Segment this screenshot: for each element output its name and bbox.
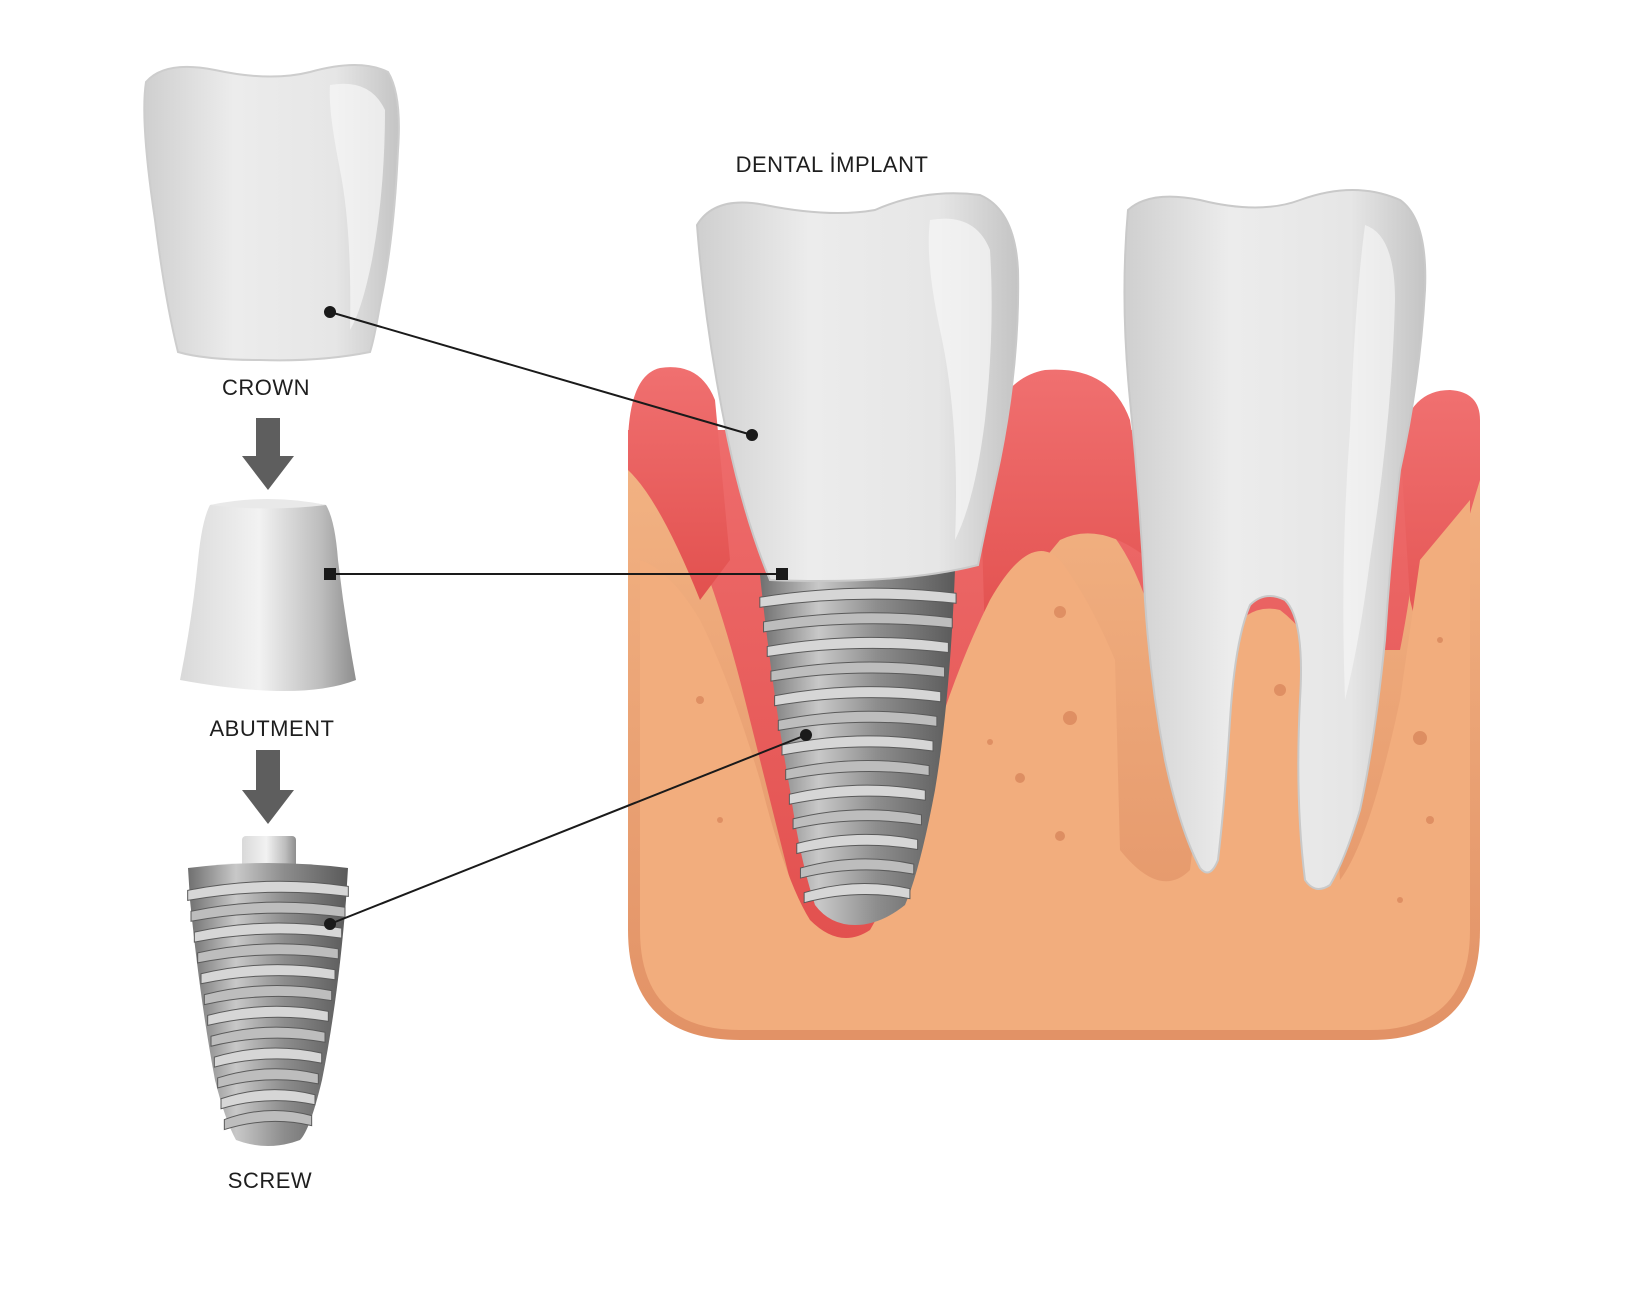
thread-ridge [187,880,349,902]
thread-ridge [766,636,949,658]
screw-label: SCREW [227,1168,313,1193]
thread-ridge [774,686,942,707]
abutment-component [180,500,356,691]
abutment-leader-dot [324,568,336,580]
crown-leader [329,311,753,436]
thread-ridge [788,784,926,805]
thread-ridge [223,1109,313,1131]
diagram-title: DENTAL İMPLANT [736,152,929,177]
leader-lines [324,306,812,930]
thread-ridge [203,984,333,1006]
abutment-leader-dot [776,568,788,580]
exploded-components [143,64,400,1146]
alveolar-bone [640,500,1470,1030]
crown-label: CROWN [221,375,311,400]
natural-tooth-highlight [1343,225,1395,700]
gum-crest-left [628,367,730,600]
arrow-down-icon [242,750,294,824]
thread-ridge [803,883,911,904]
jaw-cross-section: DENTAL İMPLANT [628,152,1480,1040]
thread-ridge [207,1005,329,1027]
thread-ridge [785,760,930,781]
thread-ridge [796,833,919,855]
thread-ridge [217,1068,319,1089]
screw-hex-post [242,836,296,868]
thread-ridge [799,858,915,879]
thread-ridge [777,710,938,731]
thread-ridge [193,922,343,943]
crown-leader-dot [746,429,758,441]
thread-ridge [770,661,946,682]
screw-component-threads [187,880,349,1131]
abutment-label: ABUTMENT [209,716,335,741]
implant-crown-highlight [928,218,992,540]
thread-ridge [792,809,922,830]
abutment-top [210,499,326,509]
thread-ridge [197,943,339,964]
natural-tooth [1123,189,1427,890]
thread-ridge [781,735,934,756]
thread-ridge [213,1047,323,1068]
screw-leader-dot [324,918,336,930]
thread-ridge [220,1089,316,1110]
arrow-down-icon [242,418,294,490]
bone-texture [696,606,1443,903]
thread-ridge [200,964,336,985]
screw-leader-dot [800,729,812,741]
crown-component-highlight [329,83,385,330]
implanted-screw-threads [759,587,957,904]
thread-ridge [763,612,953,633]
thread-ridge [210,1026,326,1047]
screw-leader [329,734,807,925]
thread-ridge [759,587,957,608]
crown-leader-dot [324,306,336,318]
